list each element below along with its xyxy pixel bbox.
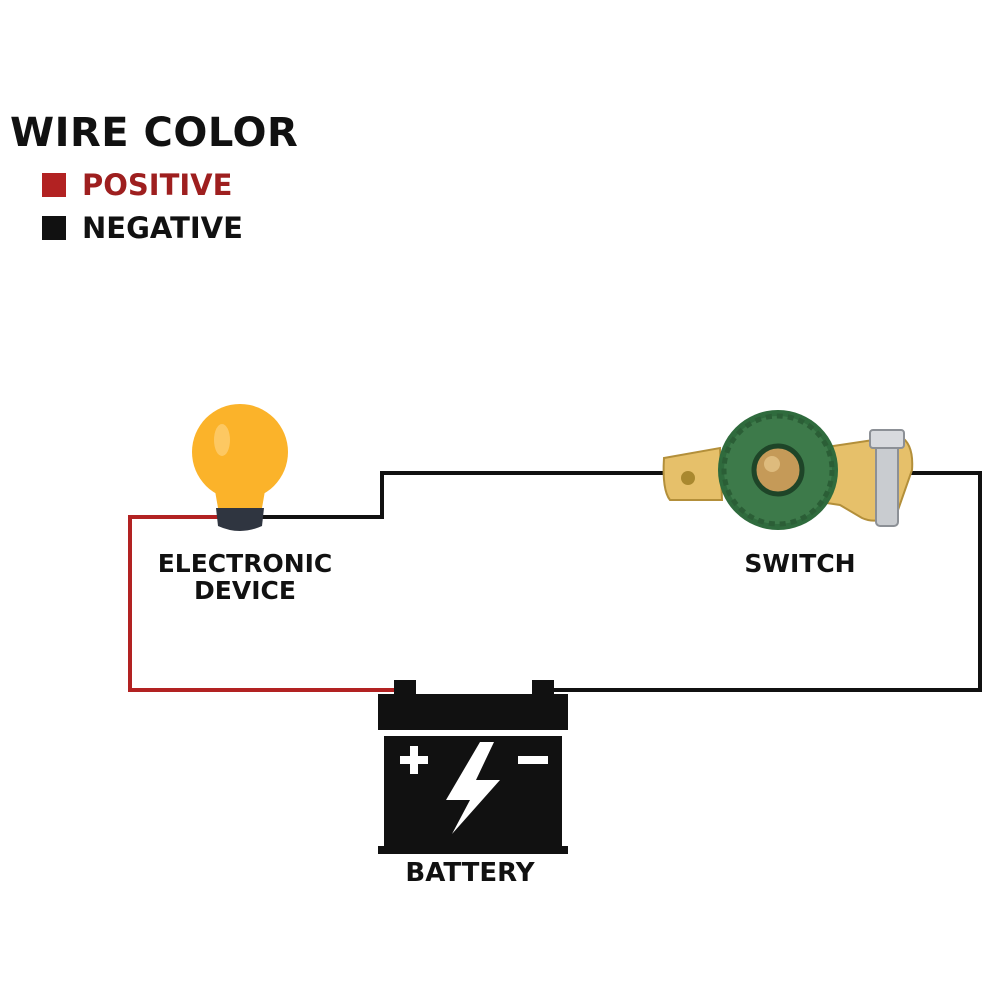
positive-wire (128, 515, 395, 692)
positive-swatch (42, 173, 66, 197)
battery-icon (378, 680, 568, 854)
battery-disconnect-switch-icon (662, 410, 914, 530)
light-bulb-icon (192, 404, 288, 531)
battery-label: BATTERY (405, 858, 535, 888)
switch-label: SWITCH (744, 549, 856, 578)
device-label: ELECTRONIC DEVICE (157, 549, 333, 605)
legend-negative-label: NEGATIVE (82, 211, 243, 245)
negative-wire-switch-battery (548, 471, 982, 692)
legend-title: WIRE COLOR (10, 110, 299, 156)
legend-positive: POSITIVE (42, 168, 232, 202)
legend-negative: NEGATIVE (42, 211, 243, 245)
negative-wire-device-switch (262, 471, 672, 519)
negative-swatch (42, 216, 66, 240)
legend-positive-label: POSITIVE (82, 168, 233, 202)
